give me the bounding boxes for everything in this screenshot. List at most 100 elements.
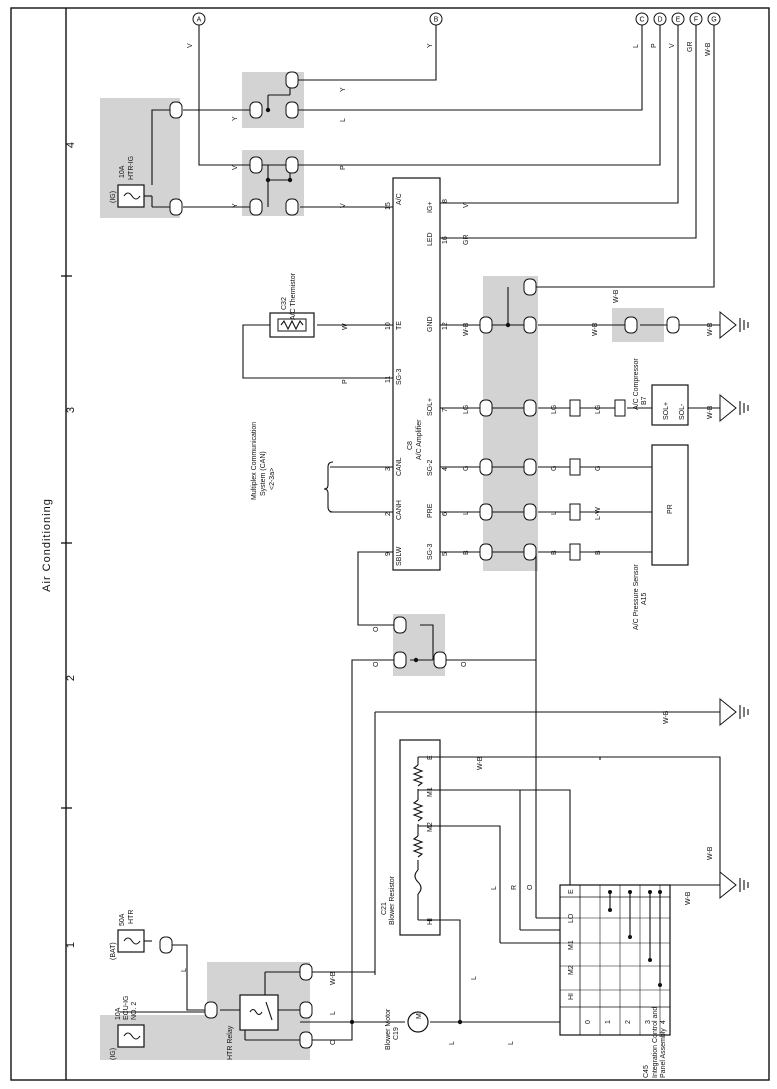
wire-color-r: R bbox=[511, 885, 518, 890]
multiplex-label-3: <2-3a> bbox=[269, 468, 276, 490]
edge-terminal-g-label: G bbox=[711, 17, 716, 24]
junction-dots bbox=[265, 107, 511, 1025]
wire-color-wb10: W-B bbox=[330, 971, 337, 985]
wire-color-b2: B bbox=[551, 550, 558, 555]
blower-motor-name: Blower Motor bbox=[385, 1008, 392, 1050]
wire-color-l4: L bbox=[491, 886, 498, 890]
wire-color-o3: O bbox=[461, 661, 468, 667]
amp-num-3: 3 bbox=[385, 467, 392, 471]
wire-color-o4: O bbox=[527, 884, 534, 890]
panel-row-lo: LO bbox=[568, 913, 575, 923]
ac-pressure-sensor: PR A15 A/C Pressure Sensor bbox=[633, 444, 689, 630]
fuse-ecu-ig-source: (IG) bbox=[110, 1048, 117, 1060]
thermistor-name: A/C Thermistor bbox=[290, 272, 297, 320]
wire-color-w: W bbox=[342, 323, 349, 330]
wire-color-g1: G bbox=[463, 466, 470, 471]
amp-pin-sg3b: SG-3 bbox=[427, 544, 434, 560]
panel-name2: Panel Assembly bbox=[660, 1028, 667, 1078]
edge-wire-color-a: V bbox=[187, 43, 194, 48]
amp-num-4: 4 bbox=[442, 467, 449, 471]
amp-num-10: 10 bbox=[385, 322, 392, 330]
fuse-htr-rating: 50A bbox=[119, 913, 126, 926]
wire-color-lg1: LG bbox=[463, 405, 470, 414]
amp-pin-sg2: SG-2 bbox=[427, 460, 434, 476]
amp-num-7: 7 bbox=[442, 408, 449, 412]
edge-terminals: A B C D E F G bbox=[192, 12, 721, 26]
wire-color-b3: B bbox=[595, 550, 602, 555]
amp-pin-canl: CANL bbox=[396, 457, 403, 476]
wire-color-wb9: W-B bbox=[685, 891, 692, 905]
amp-num-9: 9 bbox=[385, 552, 392, 556]
fuse-htr: (BAT) 50A HTR bbox=[110, 910, 152, 960]
wire-color-lg3: LG bbox=[595, 405, 602, 414]
blower-resistor: E M1 M2 HI C21 Blower Resistor bbox=[381, 739, 441, 936]
pressure-sensor-code: A15 bbox=[641, 592, 648, 605]
blower-motor-symbol: M bbox=[416, 1013, 423, 1019]
blower-resistor-pin-e: E bbox=[427, 755, 434, 760]
wire-color-g3: G bbox=[595, 466, 602, 471]
amp-pin-ac: A/C bbox=[396, 193, 403, 205]
amp-pin-te: TE bbox=[396, 321, 403, 330]
edge-terminal-c-label: C bbox=[639, 17, 644, 24]
edge-wire-color-f: GR bbox=[687, 42, 694, 53]
zone-number-4: 4 bbox=[65, 142, 77, 148]
panel-col-4: 4 bbox=[660, 1020, 667, 1024]
ac-thermistor: C32 A/C Thermistor bbox=[269, 272, 315, 338]
compressor-name: A/C Compressor bbox=[633, 358, 640, 410]
wires-top bbox=[151, 25, 720, 1025]
amp-num-5: 5 bbox=[442, 552, 449, 556]
connector-terminals bbox=[159, 71, 680, 1049]
zone-number-2: 2 bbox=[65, 675, 77, 681]
blower-resistor-code: C21 bbox=[381, 902, 388, 915]
page-border bbox=[10, 7, 770, 1081]
amp-pin-sblw: SBLW bbox=[396, 546, 403, 566]
fuse-htr-ig-rating: 10A bbox=[119, 165, 126, 178]
edge-wire-color-e: V bbox=[669, 43, 676, 48]
ac-compressor: SOL+ SOL- B7 A/C Compressor bbox=[633, 358, 689, 426]
edge-terminal-e-label: E bbox=[676, 17, 681, 24]
wire-color-l2: L bbox=[463, 511, 470, 515]
panel-col-0: 0 bbox=[585, 1020, 592, 1024]
wire-color-b1: B bbox=[463, 550, 470, 555]
panel-row-m2: M2 bbox=[568, 965, 575, 975]
edge-wire-color-g: W-B bbox=[705, 42, 712, 56]
zone-number-1: 1 bbox=[65, 942, 77, 948]
blower-motor: M C19 Blower Motor bbox=[385, 1008, 429, 1050]
wire-color-p1: P bbox=[340, 165, 347, 170]
wires-lower bbox=[120, 660, 721, 1041]
multiplex-label-2: System (CAN) bbox=[260, 451, 267, 496]
panel-col-1: 1 bbox=[605, 1020, 612, 1024]
fuse-ecu-ig-rating: 10A bbox=[115, 1007, 122, 1020]
fuse-ecu-ig-name2: NO. 2 bbox=[131, 1002, 138, 1020]
amp-num-2: 2 bbox=[385, 512, 392, 516]
ac-amplifier-code: C8 bbox=[407, 441, 414, 450]
panel-name: Integration Control and bbox=[652, 1007, 659, 1078]
wire-color-o2: O bbox=[373, 661, 380, 667]
amp-num-11: 11 bbox=[385, 376, 392, 383]
panel-col-2: 2 bbox=[625, 1020, 632, 1024]
edge-terminal-a-label: A bbox=[197, 17, 202, 24]
panel-row-m1: M1 bbox=[568, 940, 575, 950]
fuse-ecu-ig: (IG) 10A ECU-IG NO. 2 bbox=[110, 996, 145, 1060]
edge-terminal-f-label: F bbox=[694, 17, 698, 24]
amp-pin-sol: SOL+ bbox=[427, 398, 434, 416]
edge-terminal-b-label: B bbox=[434, 17, 439, 24]
wire-color-wb1: W-B bbox=[613, 289, 620, 303]
amp-pin-sg3: SG-3 bbox=[396, 369, 403, 385]
amp-pin-canh: CANH bbox=[396, 500, 403, 520]
wire-color-l7: L bbox=[330, 1011, 337, 1015]
panel-row-hi: HI bbox=[568, 993, 575, 1000]
amp-pin-led: LED bbox=[427, 232, 434, 246]
compressor-code: B7 bbox=[641, 396, 648, 405]
wire-color-wb7: W-B bbox=[477, 756, 484, 770]
wire-color-o5: O bbox=[330, 1039, 337, 1045]
blower-resistor-pin-m1: M1 bbox=[427, 787, 434, 797]
page-title: Air Conditioning bbox=[41, 498, 53, 592]
wire-color-lw: L-W bbox=[595, 507, 602, 520]
wire-color-g2: G bbox=[551, 466, 558, 471]
amp-pin-gnd: GND bbox=[427, 316, 434, 332]
wire-color-labels: Y V Y Y L P V V GR W-B W P W-B W-B W-B L… bbox=[181, 87, 714, 1045]
amp-num-15: 15 bbox=[385, 202, 392, 210]
wire-color-v1: V bbox=[232, 165, 239, 170]
